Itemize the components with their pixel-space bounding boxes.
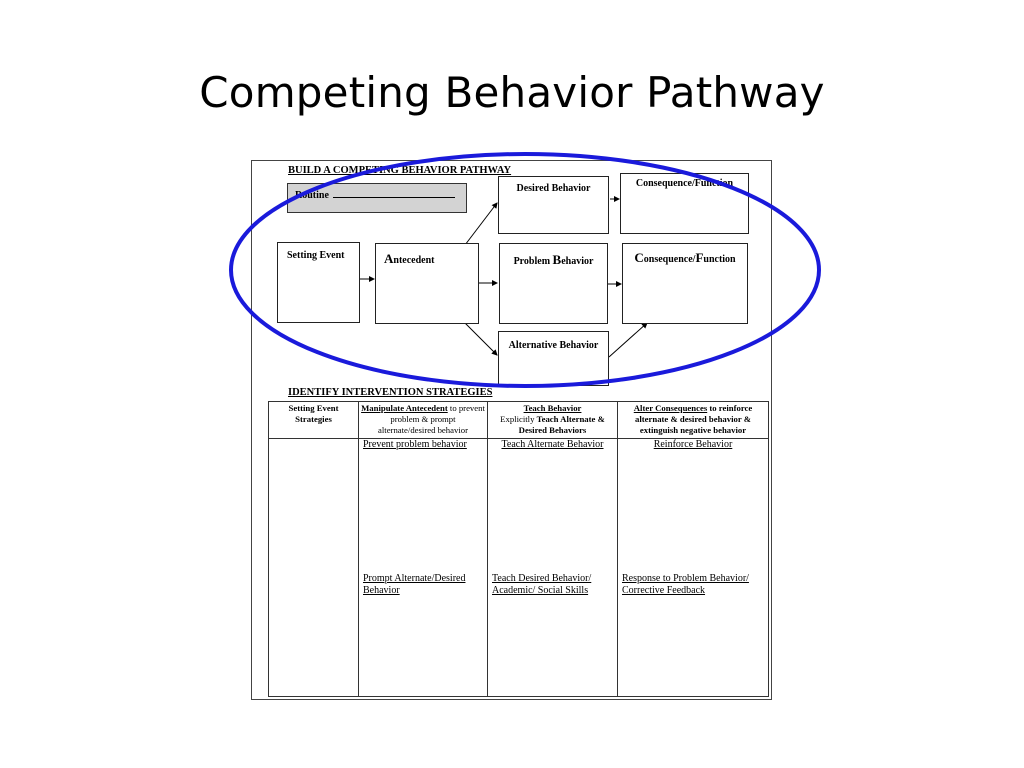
header-col2-underlined: Manipulate Antecedent — [361, 403, 448, 413]
setting-event-box: Setting Event — [277, 242, 360, 323]
desired-behavior-box: Desired Behavior — [498, 176, 609, 234]
header-col3-rest-b: Teach Alternate & Desired Behaviors — [518, 414, 605, 435]
header-col3-rest-a: Explicitly — [500, 414, 537, 424]
arrow-alternative-to-consequence — [608, 322, 648, 358]
arrow-antecedent-to-alternative — [464, 322, 498, 356]
consequence-function-top-box: Consequence/Function — [620, 173, 749, 234]
header-col2-rest: to prevent problem & prompt alternate/de… — [378, 403, 485, 435]
problem-behavior-initial: B — [552, 252, 562, 267]
cell-alter-consequences[interactable]: Reinforce Behavior Response to Problem B… — [617, 438, 769, 697]
problem-behavior-label-a: Problem — [513, 256, 553, 267]
header-col3-underlined: Teach Behavior — [523, 403, 582, 413]
header-col4-underlined: Alter Consequences — [633, 403, 708, 413]
header-col1-text: Setting Event Strategies — [288, 403, 339, 424]
problem-behavior-label-c: ehavior — [561, 256, 594, 267]
consequence-label-d: unction — [703, 254, 736, 265]
desired-behavior-label: Desired Behavior — [516, 183, 591, 194]
intervention-strategies-table: Setting Event Strategies Manipulate Ante… — [268, 401, 769, 697]
antecedent-label: ntecedent — [393, 255, 435, 266]
prompt-alternate-desired-text: Prompt Alternate/Desired Behavior — [363, 573, 466, 596]
antecedent-box: Antecedent — [375, 243, 479, 324]
header-teach-behavior: Teach Behavior Explicitly Teach Alternat… — [487, 401, 618, 439]
teach-desired-behavior-text: Teach Desired Behavior/ Academic/ Social… — [492, 573, 592, 596]
problem-behavior-box: Problem Behavior — [499, 243, 608, 324]
reinforce-behavior-text: Reinforce Behavior — [653, 439, 733, 450]
alternative-behavior-box: Alternative Behavior — [498, 331, 609, 386]
consequence-function-box: Consequence/Function — [622, 243, 748, 324]
arrow-antecedent-to-desired — [464, 202, 498, 246]
response-to-problem-behavior-text: Response to Problem Behavior/ Corrective… — [622, 573, 749, 596]
pathway-section-title: BUILD A COMPETING BEHAVIOR PATHWAY — [288, 165, 512, 176]
header-col4-rest: to reinforce alternate & desired behavio… — [635, 403, 753, 435]
header-setting-event-strategies: Setting Event Strategies — [268, 401, 359, 439]
strategies-section-title: IDENTIFY INTERVENTION STRATEGIES — [288, 387, 493, 398]
routine-label: Routine — [295, 190, 329, 201]
cell-setting-event-strategies[interactable] — [268, 438, 359, 697]
antecedent-initial: A — [384, 251, 394, 266]
consequence-label-b: onsequence/ — [643, 254, 696, 265]
teach-alternate-behavior-text: Teach Alternate Behavior — [501, 439, 604, 450]
consequence-initial: C — [634, 250, 644, 265]
consequence-top-label: Consequence/Function — [635, 178, 734, 189]
worksheet-document: BUILD A COMPETING BEHAVIOR PATHWAY Routi… — [251, 160, 772, 700]
setting-event-label: Setting Event — [287, 250, 345, 261]
function-initial: F — [695, 250, 704, 265]
table-header-row: Setting Event Strategies Manipulate Ante… — [268, 401, 769, 439]
cell-teach-behavior[interactable]: Teach Alternate Behavior Teach Desired B… — [487, 438, 618, 697]
routine-blank-line — [333, 188, 456, 198]
header-alter-consequences: Alter Consequences to reinforce alternat… — [617, 401, 769, 439]
prevent-problem-behavior-text: Prevent problem behavior — [363, 439, 467, 450]
cell-manipulate-antecedent[interactable]: Prevent problem behavior Prompt Alternat… — [358, 438, 488, 697]
alternative-behavior-label: Alternative Behavior — [508, 340, 599, 351]
slide-title: Competing Behavior Pathway — [199, 68, 825, 117]
table-body-row: Prevent problem behavior Prompt Alternat… — [268, 438, 769, 697]
